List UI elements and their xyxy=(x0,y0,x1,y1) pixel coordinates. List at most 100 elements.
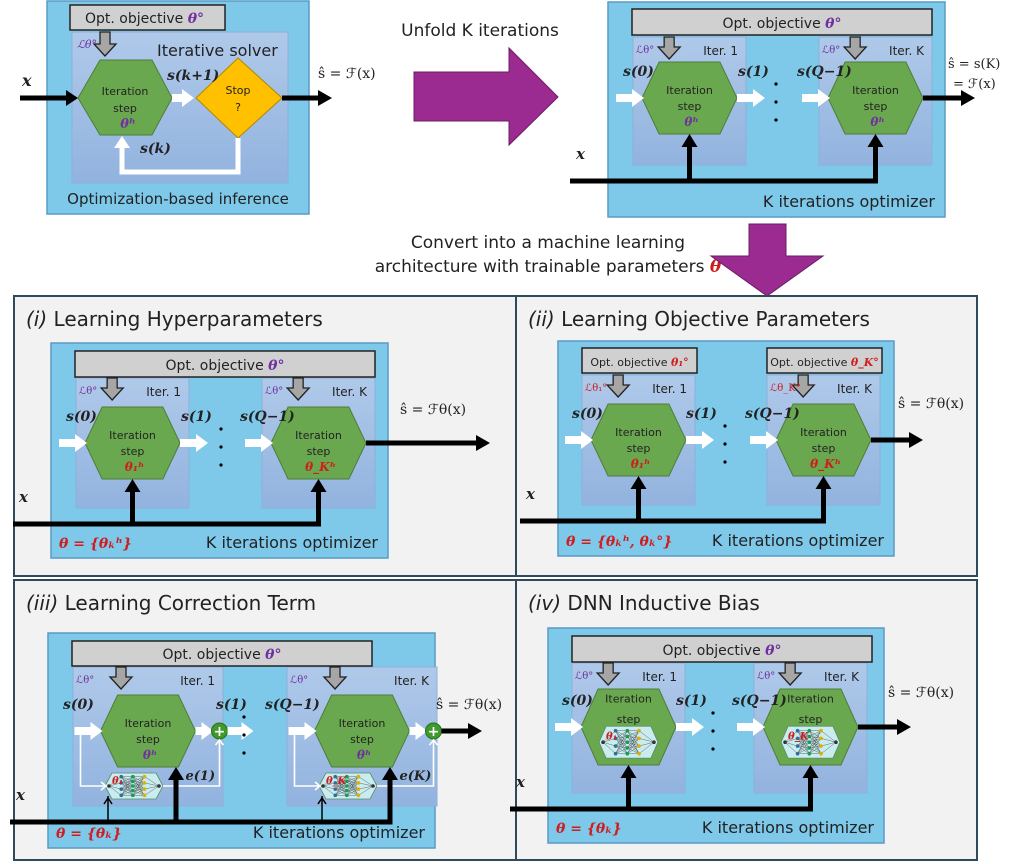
dnn-neuron xyxy=(819,736,823,741)
objective-label: Opt. objective θ° xyxy=(165,358,284,374)
dnn-edge xyxy=(132,782,145,787)
dnn-edge xyxy=(627,736,640,754)
dnn-edge xyxy=(809,730,822,747)
ellipsis-dot xyxy=(723,442,727,446)
dnn-edge xyxy=(346,785,359,796)
dnn-edge xyxy=(784,738,798,743)
output-arrowhead-icon xyxy=(468,723,482,739)
dnn-edge xyxy=(132,782,145,796)
dnn-neuron xyxy=(613,744,618,748)
dnn-neuron xyxy=(795,728,800,733)
state-in-arrow-icon xyxy=(802,89,830,107)
dnn-edge xyxy=(797,736,810,739)
dnn-edge xyxy=(121,782,133,796)
dnn-neuron xyxy=(333,793,338,798)
step-label-line1: Iteration xyxy=(295,429,342,442)
dnn-neuron xyxy=(637,751,641,756)
dnn-edge xyxy=(132,785,145,796)
dnn-neuron xyxy=(356,774,361,779)
dnn-input-line xyxy=(293,731,319,787)
dnn-edge xyxy=(358,776,374,787)
feedback-loop-arrow-icon xyxy=(119,138,241,175)
dnn-edge xyxy=(615,730,628,739)
ellipsis-dot xyxy=(219,427,223,431)
ellipsis-dot xyxy=(711,729,715,733)
dnn-neuron xyxy=(131,793,135,798)
loss-label: ℒθ₁° xyxy=(585,383,607,394)
dnn-edge xyxy=(346,776,359,796)
dnn-neuron xyxy=(345,793,349,798)
dnn-edge xyxy=(809,730,822,743)
output-arrowhead-icon xyxy=(961,90,975,106)
sq-label: s(Q−1) xyxy=(797,64,852,80)
input-arrowhead-icon xyxy=(66,90,78,106)
dnn-icon: θ₁ xyxy=(104,772,164,800)
dnn-neuron xyxy=(119,781,124,785)
theta-definition: θ = {θₖ} xyxy=(556,821,622,837)
dnn-edge xyxy=(335,776,347,784)
theta-definition: θ = {θₖʰ, θₖ°} xyxy=(566,534,672,550)
sq-label: s(Q−1) xyxy=(240,409,295,425)
dnn-edge xyxy=(121,788,133,791)
iteration-label: Iter. 1 xyxy=(146,385,181,399)
dnn-edge xyxy=(602,742,616,747)
dnn-edge xyxy=(132,781,145,796)
step-label-line1: Iteration xyxy=(605,693,652,706)
dnn-edge xyxy=(627,747,640,754)
dnn-edge xyxy=(627,730,640,754)
dnn-edge xyxy=(809,730,822,754)
dnn-edge xyxy=(358,785,374,790)
objective-box xyxy=(74,350,376,378)
step-label-line2: step xyxy=(121,445,145,458)
dnn-edge xyxy=(335,776,347,787)
state-out-arrow-icon xyxy=(676,718,704,736)
dnn-edge xyxy=(358,782,374,787)
dnn-edge xyxy=(132,776,145,790)
state-in-arrow-icon xyxy=(74,722,103,740)
step-param: θʰ xyxy=(684,115,698,129)
step-param: θ_Kʰ xyxy=(810,457,841,472)
dnn-edge xyxy=(121,776,133,787)
dnn-neuron xyxy=(142,787,147,791)
dnn-edge xyxy=(627,742,640,754)
loss-label: ℒθ° xyxy=(76,675,94,686)
dnn-edge xyxy=(797,742,810,747)
objective-label: Opt. objective θ₁° xyxy=(590,356,688,369)
loss-down-arrow-icon xyxy=(656,36,682,60)
iteration-label: Iter. 1 xyxy=(703,44,738,58)
step-label-line1: Iteration xyxy=(787,693,834,706)
dnn-edge xyxy=(335,782,347,796)
dnn-edge xyxy=(132,782,145,791)
state-in-arrow-icon xyxy=(555,718,583,736)
input-x-label: x xyxy=(21,71,32,90)
dnn-neuron xyxy=(356,781,361,785)
dnn-edge xyxy=(797,730,810,743)
dnn-neuron xyxy=(819,744,823,748)
dnn-edge xyxy=(627,730,640,743)
theta-definition: θ = {θₖʰ} xyxy=(59,536,132,552)
panel-title: (i) Learning Hyperparameters xyxy=(26,307,323,331)
dnn-neuron xyxy=(795,736,800,741)
loss-down-arrow-icon xyxy=(92,31,118,57)
feedback-arrowhead-icon xyxy=(114,136,130,148)
dnn-edge xyxy=(121,785,133,796)
arrowhead-up-icon xyxy=(310,479,327,492)
block-caption: K iterations optimizer xyxy=(206,533,379,552)
dnn-neuron xyxy=(333,787,338,791)
dnn-param: θ_K xyxy=(788,732,810,743)
dnn-neuron xyxy=(819,751,823,756)
loss-down-arrow-icon xyxy=(285,377,311,401)
loss-down-arrow-icon xyxy=(790,374,816,398)
dnn-neuron xyxy=(356,793,361,798)
s0-label: s(0) xyxy=(572,406,603,422)
dnn-edge xyxy=(638,730,655,743)
dnn-edge xyxy=(335,785,347,790)
dnn-edge xyxy=(797,730,810,754)
dnn-edge xyxy=(639,738,654,743)
dnn-edge xyxy=(615,736,628,739)
dnn-neuron xyxy=(142,781,147,785)
s0-label: s(0) xyxy=(623,64,654,80)
